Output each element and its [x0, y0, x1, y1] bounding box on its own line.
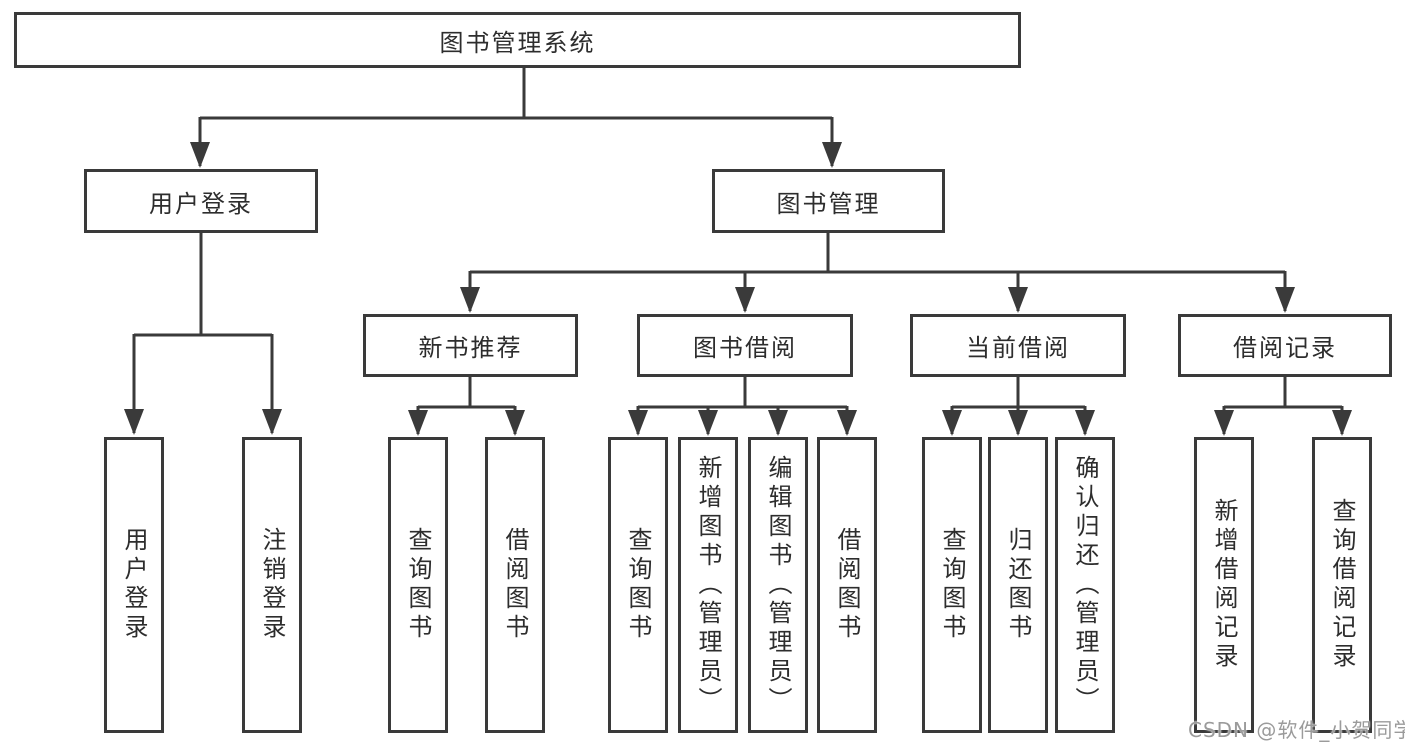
node-current-borrowing: 当前借阅 [910, 314, 1126, 377]
leaf-borrow-books-recommend: 借阅图书 [485, 437, 545, 733]
node-book-borrowing: 图书借阅 [637, 314, 853, 377]
leaf-label: 新增图书（管理员） [694, 454, 722, 716]
leaf-return-books: 归还图书 [988, 437, 1048, 733]
leaf-label: 查询图书 [624, 527, 652, 643]
node-book-management: 图书管理 [712, 169, 945, 233]
node-label: 借阅记录 [1233, 334, 1337, 362]
leaf-label: 编辑图书（管理员） [764, 454, 792, 716]
node-new-book-recommendation: 新书推荐 [363, 314, 578, 377]
node-borrowing-records: 借阅记录 [1178, 314, 1392, 377]
leaf-query-books-current: 查询图书 [922, 437, 982, 733]
leaf-label: 借阅图书 [833, 527, 861, 643]
node-label: 图书管理 [776, 189, 881, 218]
node-label: 图书借阅 [693, 334, 797, 362]
leaf-query-books-recommend: 查询图书 [388, 437, 448, 733]
leaf-label: 确认归还（管理员） [1071, 454, 1099, 716]
leaf-edit-books-admin: 编辑图书（管理员） [748, 437, 808, 733]
node-label: 当前借阅 [966, 334, 1070, 362]
leaf-label: 借阅图书 [501, 527, 529, 643]
leaf-confirm-return-admin: 确认归还（管理员） [1055, 437, 1115, 733]
arrowheads [124, 142, 1352, 436]
leaf-logout: 注销登录 [242, 437, 302, 733]
leaf-user-login: 用户登录 [104, 437, 164, 733]
leaf-add-borrow-record: 新增借阅记录 [1194, 437, 1254, 733]
leaf-add-books-admin: 新增图书（管理员） [678, 437, 738, 733]
leaf-label: 查询图书 [938, 527, 966, 643]
node-label: 新书推荐 [418, 334, 523, 362]
node-label: 图书管理系统 [439, 28, 596, 57]
node-library-management-system: 图书管理系统 [14, 12, 1021, 68]
leaf-label: 用户登录 [120, 527, 148, 643]
leaf-query-books-borrow: 查询图书 [608, 437, 668, 733]
leaf-borrow-books: 借阅图书 [817, 437, 877, 733]
leaf-label: 归还图书 [1004, 527, 1032, 643]
leaf-label: 查询图书 [404, 527, 432, 643]
node-user-login: 用户登录 [84, 169, 318, 233]
leaf-label: 查询借阅记录 [1328, 498, 1356, 672]
leaf-label: 注销登录 [258, 527, 286, 643]
node-label: 用户登录 [149, 189, 253, 218]
csdn-watermark: CSDN @软件_小贺同学 [1188, 718, 1405, 742]
leaf-label: 新增借阅记录 [1210, 498, 1238, 672]
leaf-query-borrow-record: 查询借阅记录 [1312, 437, 1372, 733]
